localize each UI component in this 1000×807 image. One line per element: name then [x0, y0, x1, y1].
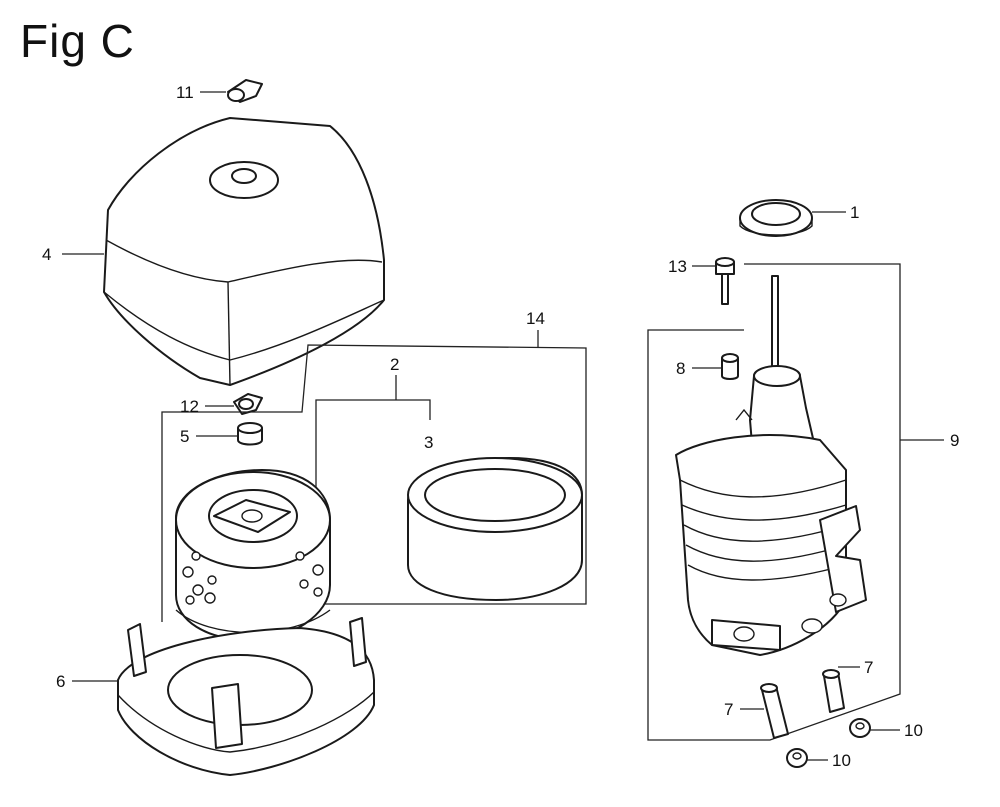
- part-7-tube-a: [760, 683, 789, 739]
- part-9-air-cleaner-case: [675, 275, 867, 656]
- part-10-nut-b: [786, 748, 808, 768]
- group-bracket-14: [161, 330, 587, 622]
- callout-5: 5: [180, 427, 189, 446]
- callout-12: 12: [180, 397, 199, 416]
- callout-10b: 10: [832, 751, 851, 770]
- part-13-bolt: [715, 257, 735, 305]
- part-4-air-cleaner-cover: [103, 117, 385, 386]
- callout-10a: 10: [904, 721, 923, 740]
- callout-11: 11: [176, 83, 194, 102]
- figure-title: Fig C: [20, 15, 135, 67]
- callout-9: 9: [950, 431, 959, 450]
- part-1-seal-ring: [739, 199, 813, 237]
- part-2-filter-element: [175, 469, 331, 641]
- callout-7a: 7: [724, 700, 733, 719]
- part-12-wing-nut: [233, 393, 263, 415]
- callout-1: 1: [850, 203, 859, 222]
- group-bracket-9: [647, 263, 944, 741]
- part-7-tube-b: [822, 669, 845, 713]
- part-11-wing-nut: [227, 79, 263, 103]
- callout-4: 4: [42, 245, 51, 264]
- part-8-cap: [721, 353, 739, 380]
- part-3-foam-element: [407, 457, 583, 601]
- callout-7b: 7: [864, 658, 873, 677]
- callout-6: 6: [56, 672, 65, 691]
- part-10-nut-a: [849, 718, 871, 738]
- callout-3: 3: [424, 433, 433, 452]
- callout-8: 8: [676, 359, 685, 378]
- callout-14: 14: [526, 309, 545, 328]
- callout-13: 13: [668, 257, 687, 276]
- callout-2: 2: [390, 355, 399, 374]
- part-5-grommet: [237, 422, 263, 446]
- part-6-air-cleaner-base: [117, 617, 375, 776]
